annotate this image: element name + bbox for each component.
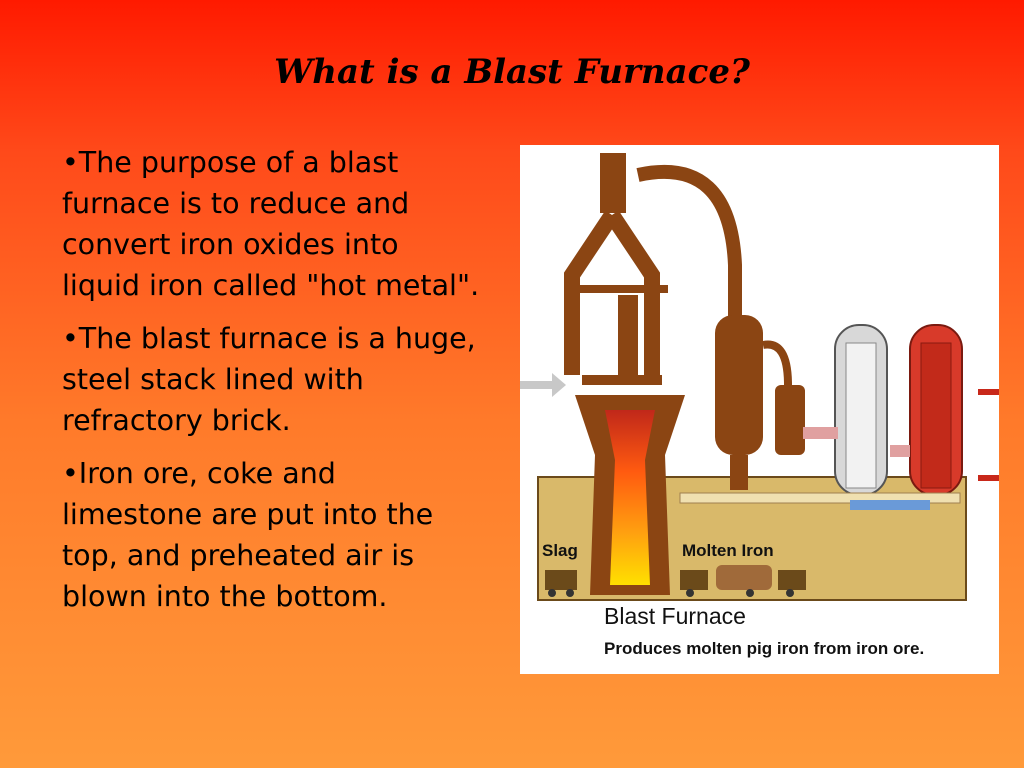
blast-furnace-illustration — [520, 153, 999, 601]
molten-iron-label: Molten Iron — [682, 541, 774, 560]
slide-title: What is a Blast Furnace? — [274, 52, 750, 92]
figure-caption-title: Blast Furnace — [604, 603, 746, 629]
blast-furnace-diagram: Slag Molten Iron Blast Furnace Produces … — [520, 145, 999, 674]
slag-label: Slag — [542, 541, 578, 560]
bullet-item: •The purpose of a blast furnace is to re… — [62, 146, 480, 302]
bullet-item: •The blast furnace is a huge, steel stac… — [62, 322, 476, 437]
figure-caption-subtitle: Produces molten pig iron from iron ore. — [604, 639, 925, 658]
bullet-list: •The purpose of a blast furnace is to re… — [62, 142, 482, 629]
bullet-item: •Iron ore, coke and limestone are put in… — [62, 457, 434, 613]
